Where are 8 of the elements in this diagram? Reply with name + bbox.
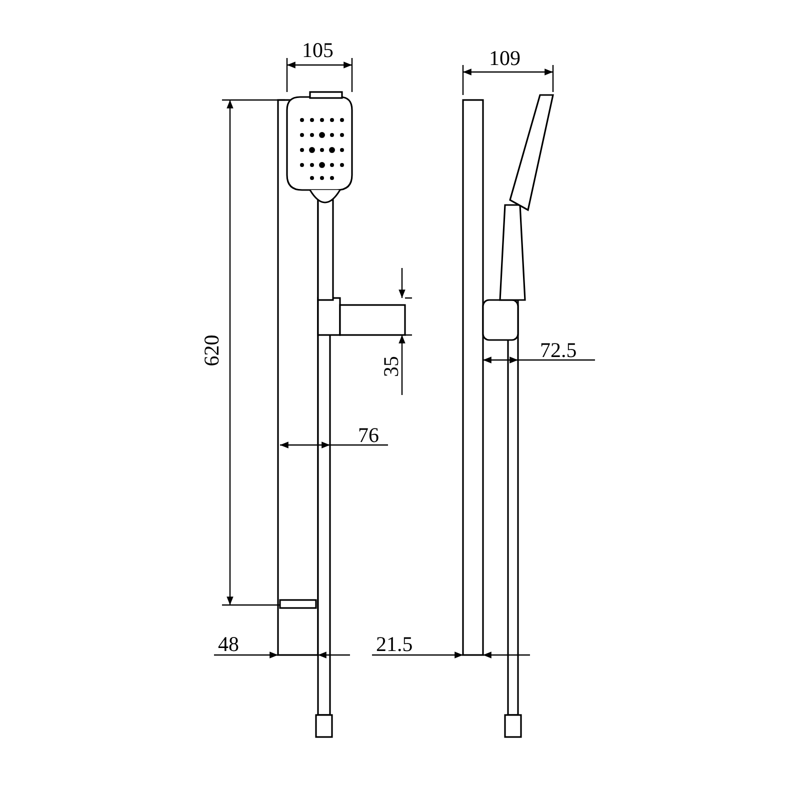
dimension-value: 72.5 (540, 340, 577, 361)
dimension-value: 48 (218, 634, 239, 655)
dimension-value: 21.5 (376, 634, 413, 655)
dimension-value: 35 (381, 356, 402, 377)
dimension-value: 105 (302, 40, 334, 61)
dimension-value: 76 (358, 425, 379, 446)
dimension-value: 620 (201, 334, 222, 366)
dimension-value: 109 (489, 48, 520, 69)
